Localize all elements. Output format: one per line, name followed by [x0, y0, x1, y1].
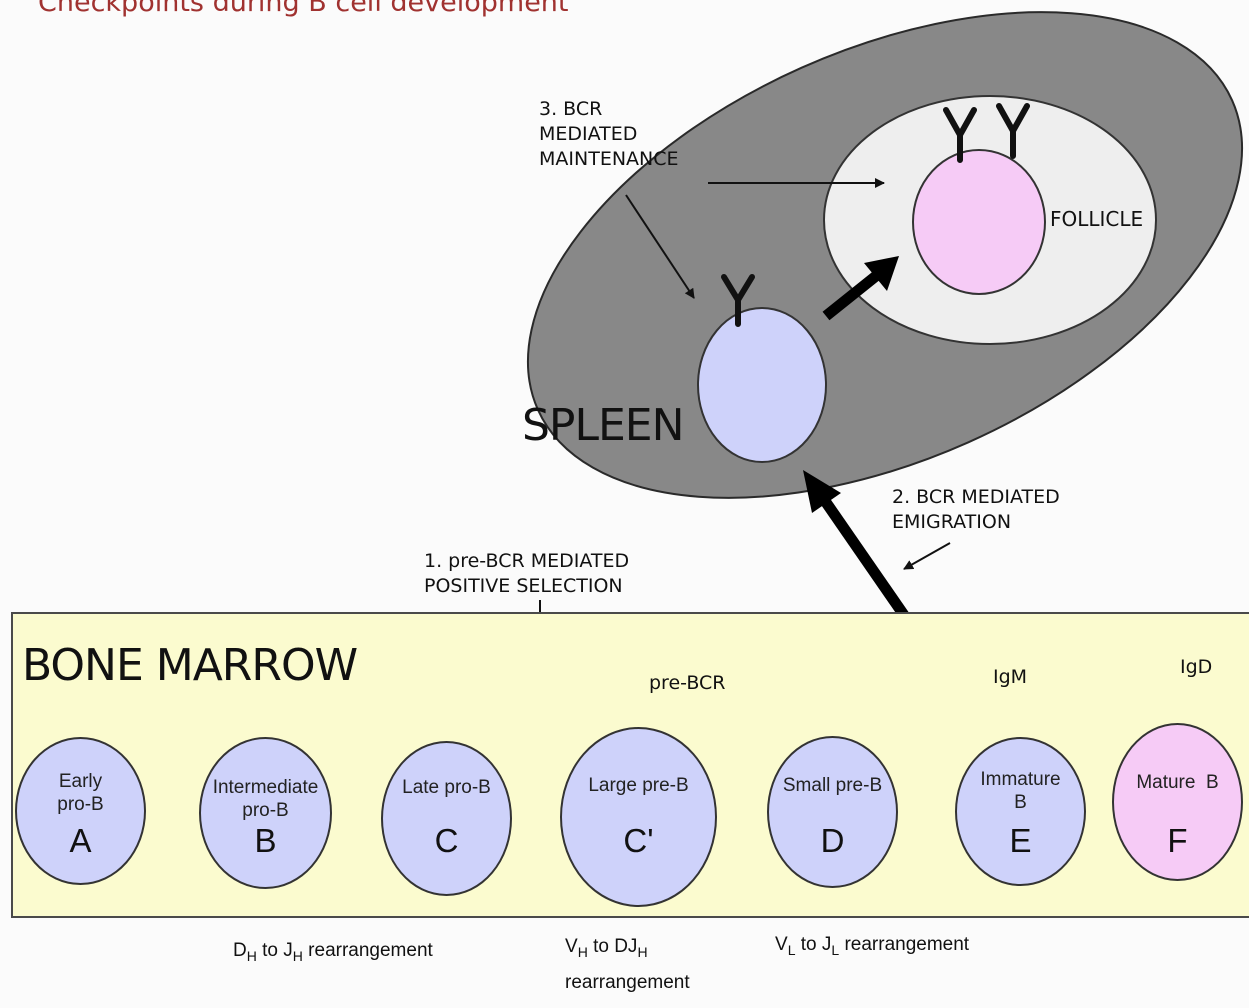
- rearr-vl-jl-sub-b: L: [831, 941, 840, 958]
- rearrangement-vh-djh: VH to DJH: [565, 936, 648, 960]
- stage-letter-c-prime: C': [623, 822, 654, 859]
- stage-letter-d: D: [820, 822, 845, 859]
- checkpoint-one-label: 1. pre-BCR MEDIATED POSITIVE SELECTION: [424, 550, 630, 597]
- rearrangement-vl-jl: VL to JL rearrangement: [775, 934, 969, 958]
- rearr-vl-jl-sub-a: L: [787, 941, 796, 958]
- stage-letter-f: F: [1167, 822, 1188, 859]
- stage-name-c: Late pro-B: [402, 777, 491, 798]
- stage-cell-c-prime: [560, 727, 717, 907]
- stage-letter-b: B: [254, 822, 277, 859]
- stage-letter-a: A: [69, 822, 92, 859]
- stage-name-d: Small pre-B: [782, 775, 883, 796]
- stage-letter-c: C: [434, 822, 459, 859]
- rearrangement-vh-djh-line2: rearrangement: [565, 972, 690, 993]
- pre-bcr-label: pre-BCR: [649, 672, 726, 694]
- stage-name-e: Immature B: [980, 769, 1061, 813]
- checkpoint-two-label: 2. BCR MEDIATED EMIGRATION: [892, 486, 1060, 533]
- maintenance-arrow-diagonal: [625, 194, 695, 299]
- rearr-dh-jh-part-c: rearrangement: [302, 940, 433, 961]
- stage-name-b: Intermediate pro-B: [212, 777, 319, 821]
- follicle-bcr-icon: [943, 103, 1030, 163]
- rearr-dh-jh-part-b: to J: [256, 940, 293, 961]
- rearr-dh-jh-sub-b: H: [292, 947, 303, 964]
- page-title: Checkpoints during B cell development: [38, 0, 569, 18]
- stage-cell-b: [199, 737, 332, 889]
- rearr-vl-jl-part-b: to J: [795, 934, 832, 955]
- rearr-dh-jh-part-a: D: [233, 940, 247, 961]
- stage-letter-e: E: [1009, 822, 1032, 859]
- spleen-bcr-icon: [721, 274, 755, 327]
- stage-name-a: Early pro-B: [57, 771, 104, 815]
- emigration-pointer-arrow: [903, 542, 951, 570]
- follicle-migration-arrow: [822, 256, 899, 321]
- follicle-label: FOLLICLE: [1050, 207, 1144, 231]
- stage-name-c-prime: Large pre-B: [588, 775, 689, 796]
- stage-cell-f: [1112, 723, 1243, 881]
- rearr-vl-jl-part-a: V: [775, 934, 788, 955]
- rearr-vh-djh-part-a: V: [565, 936, 578, 957]
- follicle-b-cell: [912, 149, 1046, 295]
- stage-name-f: Mature B: [1136, 772, 1219, 793]
- stage-cell-d: [767, 736, 898, 888]
- rearr-vh-djh-part-b: to DJ: [587, 936, 638, 957]
- checkpoint-three-label: 3. BCR MEDIATED MAINTENANCE: [539, 98, 679, 170]
- rearr-vl-jl-part-c: rearrangement: [839, 934, 970, 955]
- rearrangement-dh-jh: DH to JH rearrangement: [233, 940, 433, 964]
- igm-label: IgM: [993, 666, 1028, 688]
- bone-marrow-label: BONE MARROW: [22, 640, 358, 691]
- rearr-dh-jh-sub-a: H: [246, 947, 257, 964]
- stage-cell-c: [381, 741, 512, 896]
- rearr-vh-djh-sub-a: H: [577, 943, 588, 960]
- spleen-label: SPLEEN: [522, 400, 684, 451]
- stage-cell-e: [955, 737, 1086, 886]
- stage-cell-a: [15, 737, 146, 885]
- spleen-immature-cell: [697, 307, 827, 463]
- rearr-vh-djh-sub-b: H: [637, 943, 648, 960]
- igd-label: IgD: [1180, 656, 1213, 678]
